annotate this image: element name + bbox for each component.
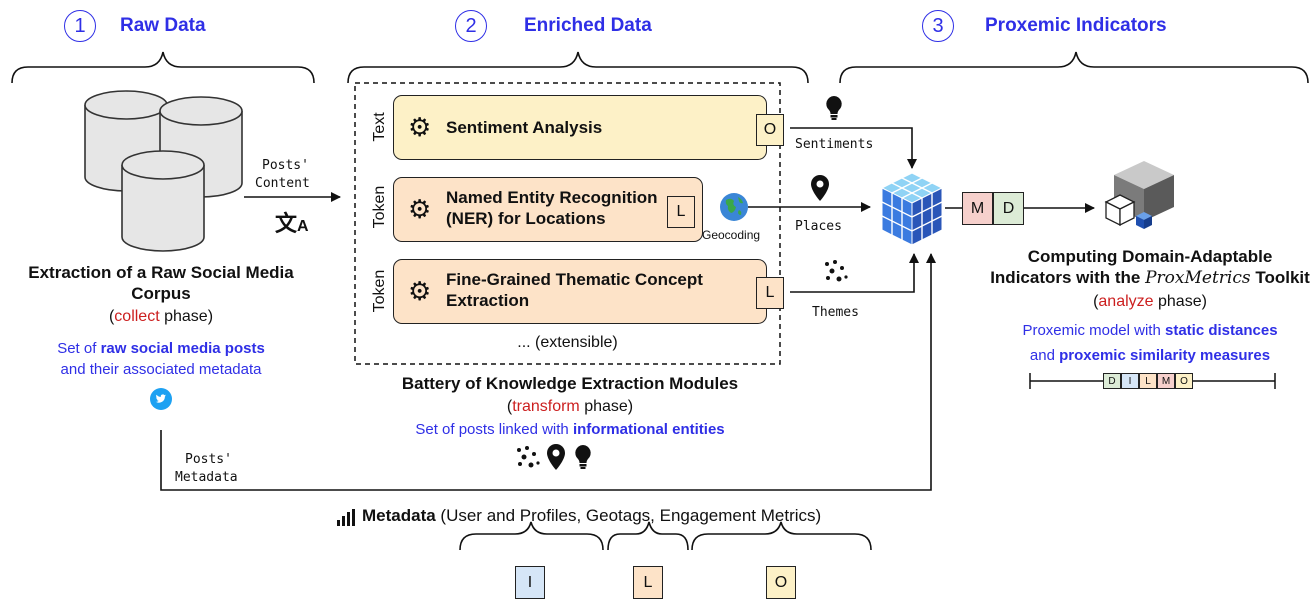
module-1-tag: O — [756, 114, 784, 146]
enriched-title: Battery of Knowledge Extraction Modules — [401, 374, 739, 393]
enriched-description: Set of posts linked with informational e… — [415, 421, 725, 438]
module-3-label: Fine-Grained Thematic Concept Extraction — [446, 270, 703, 310]
database-icon — [84, 90, 243, 252]
scale-tag-d: D — [1103, 373, 1121, 389]
brace-identity — [459, 521, 604, 551]
step-3-title: Proxemic Indicators — [985, 15, 1167, 36]
data-cube-icon — [880, 172, 944, 246]
indicators-description: Proxemic model with static distances and… — [1022, 322, 1278, 364]
posts-content-label-2: Content — [255, 176, 310, 191]
themes-arrow — [790, 253, 919, 293]
posts-content-label-1: Posts' — [262, 158, 309, 173]
step-1-badge: 1 — [64, 10, 96, 42]
lightbulb-icon — [826, 96, 842, 120]
scale-tag-o: O — [1175, 373, 1193, 389]
bar-chart-icon — [337, 509, 355, 526]
module-2-granularity: Token — [371, 185, 388, 229]
scale-tag-l: L — [1139, 373, 1157, 389]
places-label: Places — [795, 219, 842, 234]
step-2-badge: 2 — [455, 10, 487, 42]
sentiments-label: Sentiments — [795, 137, 874, 152]
dilmo-scale: D I L M O — [1103, 373, 1193, 389]
module-thematic — [393, 259, 767, 324]
scale-tag-m: M — [1157, 373, 1175, 389]
gear-icon: ⚙ — [408, 112, 432, 142]
enriched-phase: (transform phase) — [506, 398, 634, 415]
brace-engagement — [691, 521, 872, 551]
metadata-arrow — [160, 253, 936, 491]
indicators-title: Computing Domain-Adaptable Indicators wi… — [990, 247, 1310, 288]
translate-icon: 文A — [275, 211, 309, 236]
module-1-granularity: Text — [371, 112, 388, 142]
brace-raw — [11, 51, 315, 84]
module-2-label: Named Entity Recognition (NER) for Locat… — [446, 188, 658, 228]
posts-metadata-label-1: Posts' — [185, 452, 232, 467]
lightbulb-icon — [575, 445, 591, 469]
step-1-title: Raw Data — [120, 15, 206, 36]
gear-icon: ⚙ — [408, 194, 432, 224]
raw-phase: (collect phase) — [108, 308, 214, 325]
scale-tag-i: I — [1121, 373, 1139, 389]
extensible-label: ... (extensible) — [517, 334, 618, 351]
raw-title: Extraction of a Raw Social Media Corpus — [28, 263, 294, 303]
scatter-dots-icon — [825, 260, 848, 282]
indicators-phase: (analyze phase) — [1093, 293, 1207, 310]
module-3-granularity: Token — [371, 269, 388, 313]
map-pin-icon — [811, 175, 829, 201]
posts-metadata-label-2: Metadata — [175, 470, 238, 485]
module-ner — [393, 177, 703, 242]
metadata-tag-l: L — [633, 566, 663, 599]
toolkit-cubes-icon — [1104, 161, 1174, 229]
sentiments-arrow — [790, 127, 917, 169]
module-3-tag: L — [756, 277, 784, 309]
tag-m: M — [962, 192, 993, 225]
gear-icon: ⚙ — [408, 276, 432, 306]
metadata-label: Metadata (User and Profiles, Geotags, En… — [362, 506, 822, 525]
map-pin-icon — [547, 444, 565, 470]
step-2-title: Enriched Data — [524, 15, 652, 36]
brace-location — [607, 521, 689, 551]
module-1-label: Sentiment Analysis — [446, 118, 603, 137]
geocoding-label: Geocoding — [702, 228, 761, 242]
scatter-dots-icon — [517, 446, 540, 468]
themes-label: Themes — [812, 305, 859, 320]
metadata-tag-i: I — [515, 566, 545, 599]
brace-indicators — [839, 51, 1309, 84]
tag-d: D — [993, 192, 1024, 225]
raw-description: Set of raw social media posts and their … — [57, 340, 265, 378]
metadata-tag-o: O — [766, 566, 796, 599]
module-2-tag: L — [667, 196, 695, 228]
step-3-badge: 3 — [922, 10, 954, 42]
twitter-icon — [150, 388, 172, 410]
brace-enriched — [347, 51, 809, 84]
globe-icon — [720, 193, 748, 221]
modules-frame — [354, 82, 781, 365]
